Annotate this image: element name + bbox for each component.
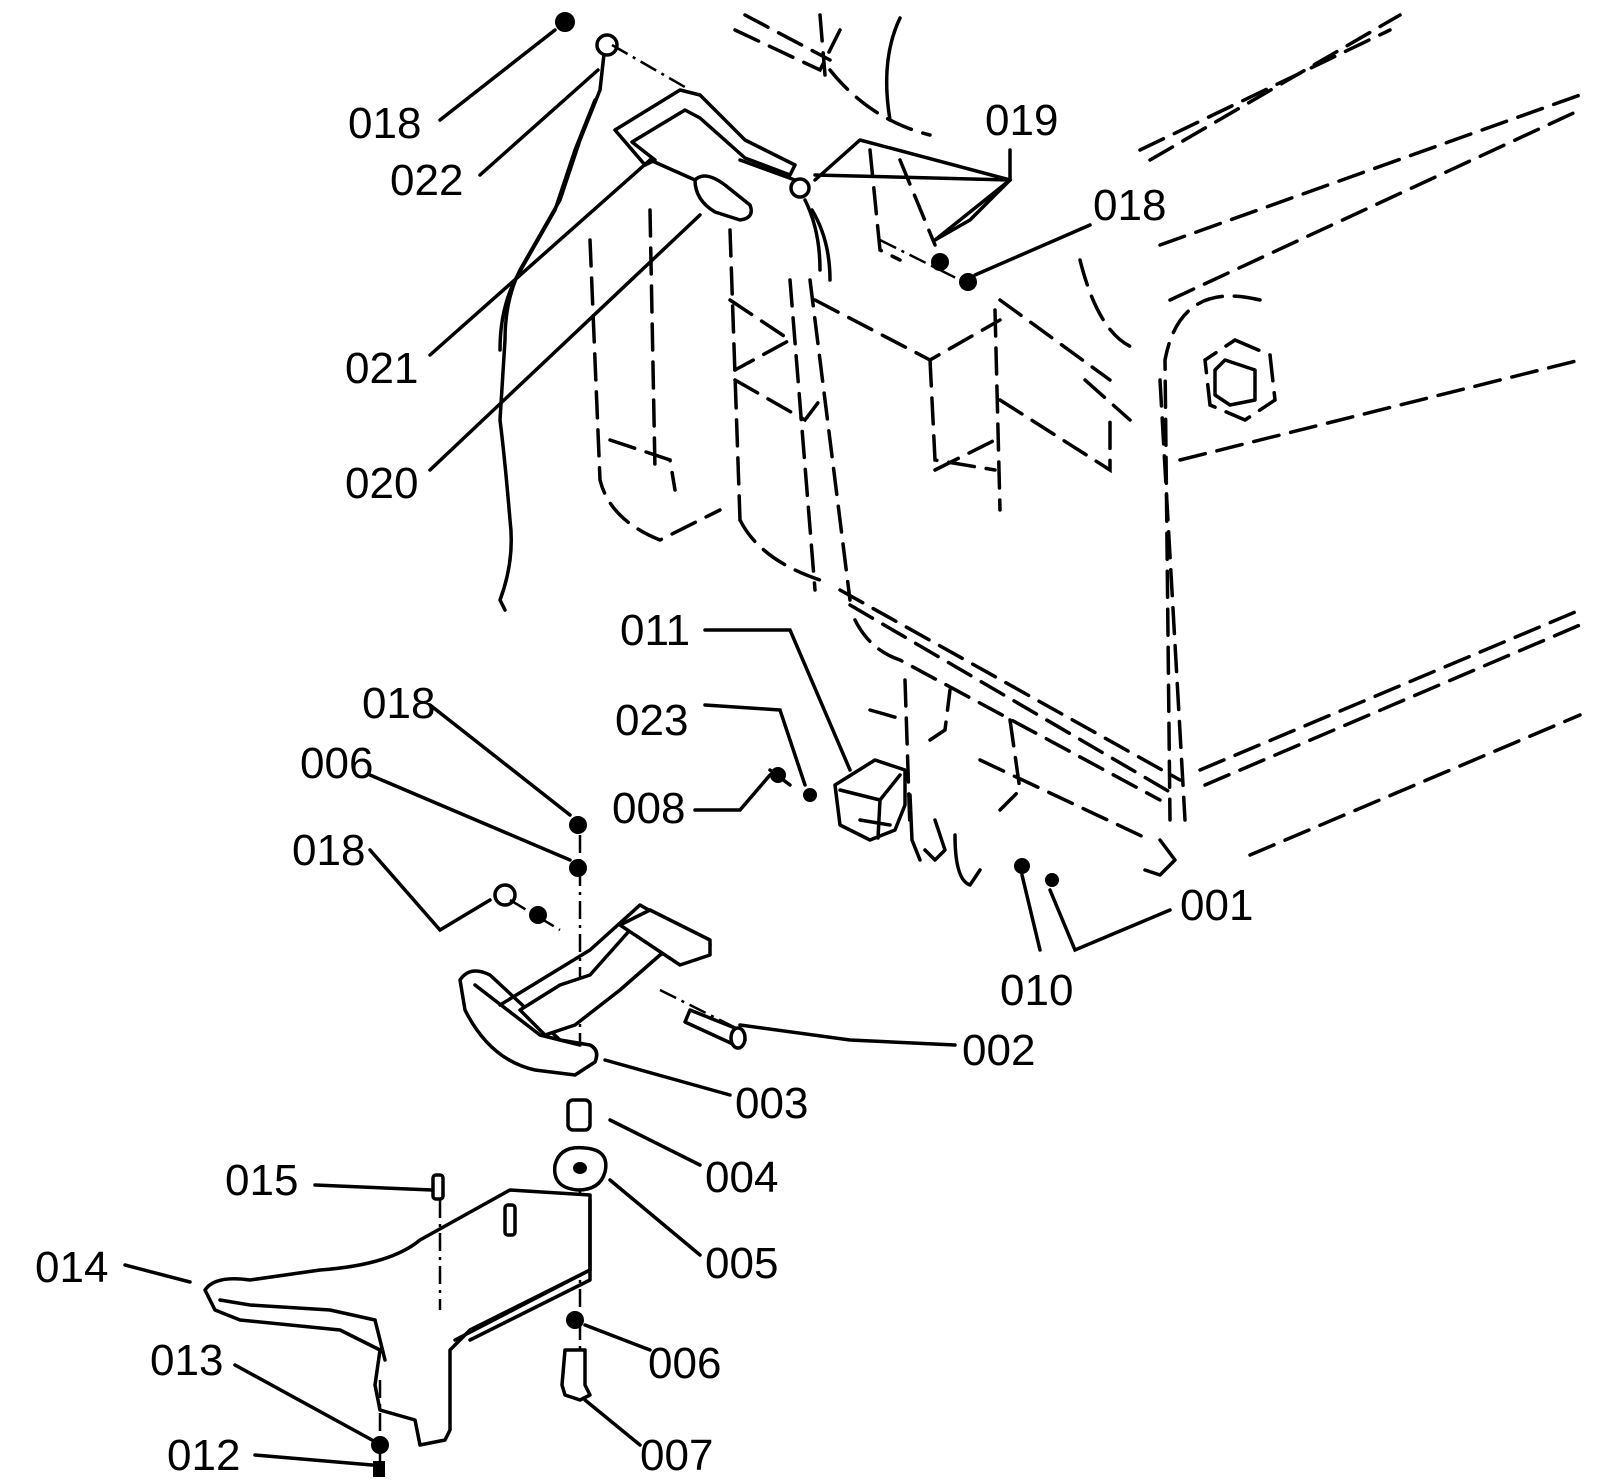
spacer-004 xyxy=(566,1098,592,1132)
label-013: 013 xyxy=(150,1336,223,1385)
label-001: 001 xyxy=(1180,881,1253,930)
label-022: 022 xyxy=(390,156,463,205)
label-023: 023 xyxy=(615,696,688,745)
bracket-019 xyxy=(813,138,1012,242)
handle-frame-021 xyxy=(613,88,797,177)
label-004: 004 xyxy=(705,1153,778,1202)
pin-018-right xyxy=(931,253,949,271)
pin-015 xyxy=(431,1173,445,1201)
bolt-007 xyxy=(560,1348,592,1402)
label-002: 002 xyxy=(962,1026,1035,1075)
pedal-003 xyxy=(458,969,599,1077)
machine-frame xyxy=(588,13,1582,877)
lock-assembly xyxy=(768,758,1059,887)
label-007: 007 xyxy=(640,1431,713,1480)
label-018: 018 xyxy=(1093,181,1166,230)
label-005: 005 xyxy=(705,1239,778,1288)
leader-lines xyxy=(123,28,1172,1467)
label-018: 018 xyxy=(348,99,421,148)
label-003: 003 xyxy=(735,1079,808,1128)
cable-022 xyxy=(498,43,607,612)
bolt-010 xyxy=(1014,858,1030,874)
pedal-assembly xyxy=(203,816,747,1477)
label-006: 006 xyxy=(300,739,373,788)
label-008: 008 xyxy=(612,784,685,833)
label-006: 006 xyxy=(648,1339,721,1388)
label-014: 014 xyxy=(35,1243,108,1292)
label-010: 010 xyxy=(1000,966,1073,1015)
nut-023 xyxy=(803,788,817,802)
block-011 xyxy=(833,758,907,842)
label-018: 018 xyxy=(362,679,435,728)
handle-grip-020 xyxy=(693,174,753,222)
washer-001 xyxy=(1045,873,1059,887)
label-020: 020 xyxy=(345,459,418,508)
bracket-014 xyxy=(203,1188,592,1447)
washer-006-bottom xyxy=(566,1311,584,1329)
label-012: 012 xyxy=(167,1431,240,1480)
label-019: 019 xyxy=(985,96,1058,145)
part-labels: 018 022 019 018 021 020 011 018 023 006 … xyxy=(35,96,1253,1480)
washer-006-top xyxy=(569,859,587,877)
label-018: 018 xyxy=(292,826,365,875)
label-021: 021 xyxy=(345,344,418,393)
label-011: 011 xyxy=(620,606,690,655)
bolt-012 xyxy=(373,1461,385,1477)
upper-linkage xyxy=(498,12,1012,612)
pin-018-mid xyxy=(569,816,587,834)
label-015: 015 xyxy=(225,1156,298,1205)
pin-018-top xyxy=(555,12,575,32)
